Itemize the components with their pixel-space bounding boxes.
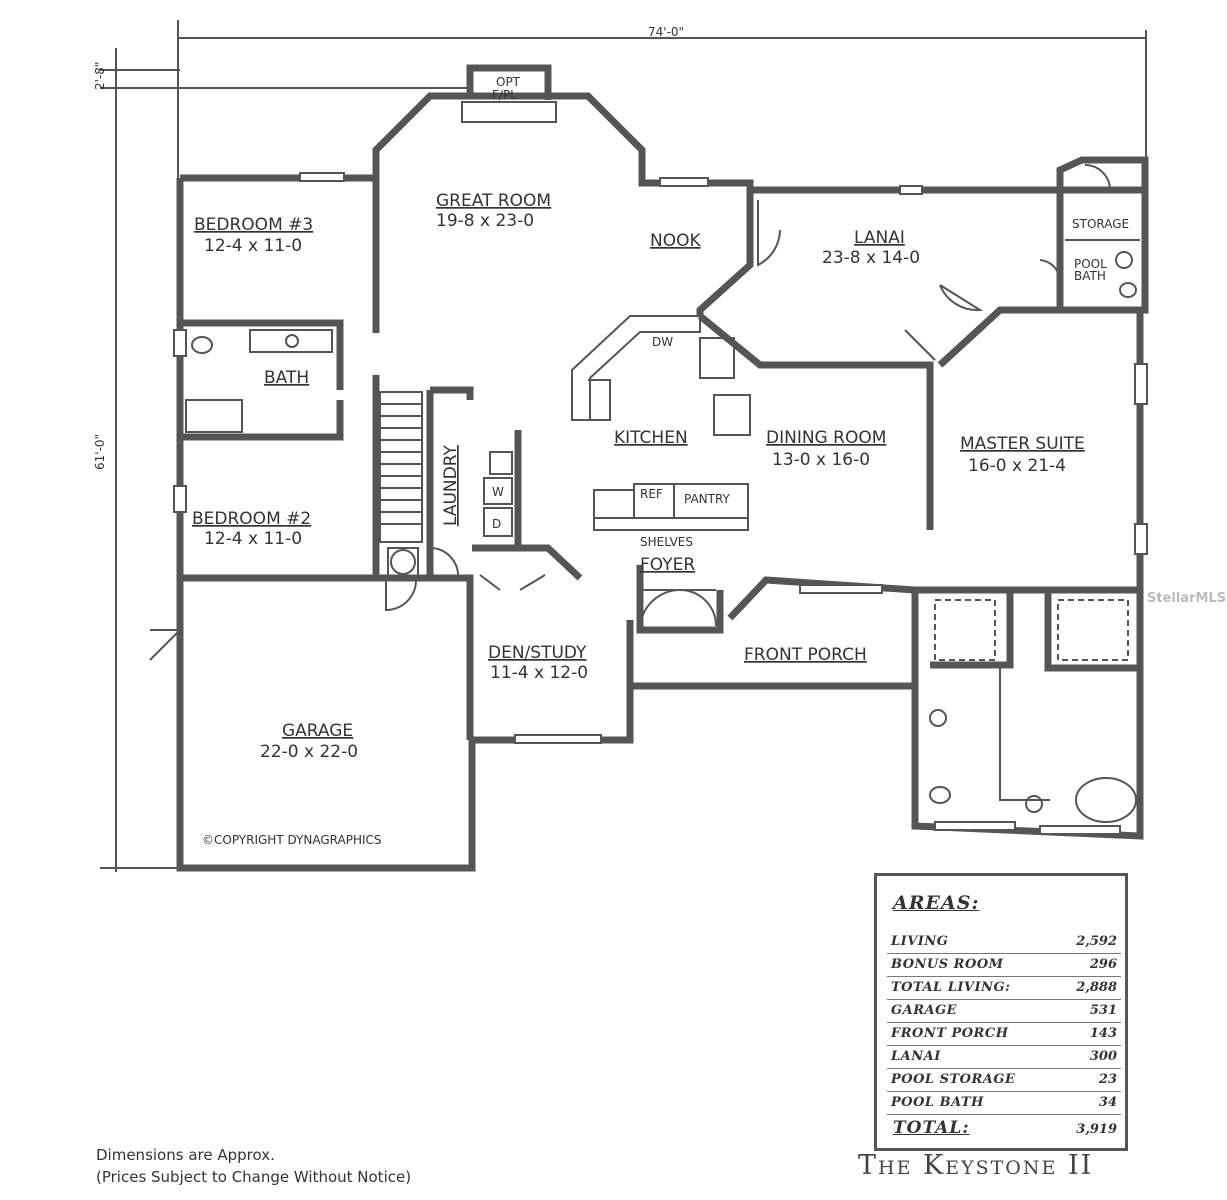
areas-row-label: TOTAL LIVING: — [891, 980, 1011, 995]
prices-note: (Prices Subject to Change Without Notice… — [96, 1168, 412, 1186]
areas-row-value: 143 — [1089, 1026, 1117, 1041]
areas-row: POOL BATH 34 — [887, 1092, 1121, 1115]
great-room-size: 19-8 x 23-0 — [436, 211, 534, 231]
areas-row-label: BONUS ROOM — [891, 957, 1004, 972]
areas-row-label: LANAI — [891, 1049, 941, 1064]
fireplace-label-fpl: F/PL — [492, 88, 517, 102]
areas-total-row: TOTAL: 3,919 — [887, 1116, 1121, 1142]
kitchen-name: KITCHEN — [614, 428, 688, 448]
offset-dimension-label: 2'-8" — [93, 62, 107, 90]
overall-depth-label: 61'-0" — [93, 434, 107, 470]
lanai-size: 23-8 x 14-0 — [822, 248, 920, 268]
areas-row: BONUS ROOM 296 — [887, 954, 1121, 977]
areas-row: TOTAL LIVING: 2,888 — [887, 977, 1121, 1000]
overall-width-label: 74'-0" — [648, 25, 684, 39]
doors — [149, 164, 1111, 661]
garage-name: GARAGE — [282, 721, 353, 741]
areas-row-label: LIVING — [891, 934, 949, 949]
areas-row-value: 300 — [1089, 1049, 1117, 1064]
areas-table: AREAS: LIVING 2,592 BONUS ROOM 296 TOTAL L… — [874, 873, 1128, 1151]
bath-fixtures — [185, 251, 1137, 823]
nook-name: NOOK — [650, 231, 701, 251]
bath-name: BATH — [264, 368, 309, 388]
garage-size: 22-0 x 22-0 — [260, 742, 358, 762]
dimensions-note: Dimensions are Approx. — [96, 1146, 275, 1164]
great-room-name: GREAT ROOM — [436, 191, 551, 211]
front-porch-name: FRONT PORCH — [744, 645, 867, 665]
areas-row: GARAGE 531 — [887, 1000, 1121, 1023]
dryer-label: D — [492, 517, 501, 531]
areas-title: AREAS: — [893, 892, 980, 914]
areas-row-value: 2,592 — [1076, 934, 1117, 949]
master-suite-name: MASTER SUITE — [960, 434, 1085, 454]
areas-row: LIVING 2,592 — [887, 931, 1121, 954]
areas-row-label: FRONT PORCH — [891, 1026, 1009, 1041]
stairs — [379, 391, 423, 543]
pool-bath-line2: BATH — [1074, 269, 1106, 283]
bedroom2-size: 12-4 x 11-0 — [204, 529, 302, 549]
bedroom2-name: BEDROOM #2 — [192, 509, 311, 529]
areas-total-value: 3,919 — [1076, 1122, 1117, 1137]
dishwasher-label: DW — [652, 335, 673, 349]
den-name: DEN/STUDY — [488, 643, 587, 663]
areas-row-label: POOL BATH — [891, 1095, 984, 1110]
washer-label: W — [492, 485, 504, 499]
shelves-label: SHELVES — [640, 535, 693, 549]
den-size: 11-4 x 12-0 — [490, 663, 588, 683]
bedroom3-size: 12-4 x 11-0 — [204, 236, 302, 256]
foyer-name: FOYER — [640, 555, 695, 575]
areas-row-label: POOL STORAGE — [891, 1072, 1016, 1087]
master-suite-size: 16-0 x 21-4 — [968, 456, 1066, 476]
areas-row: LANAI 300 — [887, 1046, 1121, 1069]
pantry-label: PANTRY — [684, 492, 731, 506]
dining-room-size: 13-0 x 16-0 — [772, 450, 870, 470]
plan-title: The Keystone II — [858, 1150, 1094, 1181]
areas-row-value: 2,888 — [1076, 980, 1117, 995]
dimension-lines — [100, 20, 1147, 872]
areas-row: FRONT PORCH 143 — [887, 1023, 1121, 1046]
areas-row: POOL STORAGE 23 — [887, 1069, 1121, 1092]
storage-name: STORAGE — [1072, 217, 1129, 231]
bedroom3-name: BEDROOM #3 — [194, 215, 313, 235]
kitchen-fixtures — [483, 315, 751, 537]
areas-total-label: TOTAL: — [893, 1118, 970, 1138]
copyright-text: ©COPYRIGHT DYNAGRAPHICS — [202, 833, 382, 847]
refrigerator-label: REF — [640, 487, 663, 501]
exterior-walls — [176, 64, 1149, 872]
areas-row-value: 23 — [1098, 1072, 1117, 1087]
lanai-name: LANAI — [854, 228, 905, 248]
interior-walls — [180, 190, 1140, 801]
fireplace-label-opt: OPT — [496, 75, 521, 89]
areas-row-value: 531 — [1089, 1003, 1117, 1018]
watermark: StellarMLS — [1147, 591, 1227, 606]
areas-row-label: GARAGE — [891, 1003, 958, 1018]
windows — [173, 101, 1148, 835]
dining-room-name: DINING ROOM — [766, 428, 886, 448]
areas-row-value: 34 — [1098, 1095, 1117, 1110]
laundry-name: LAUNDRY — [441, 445, 461, 526]
pool-bath-line1: POOL — [1074, 257, 1107, 271]
areas-row-value: 296 — [1089, 957, 1117, 972]
